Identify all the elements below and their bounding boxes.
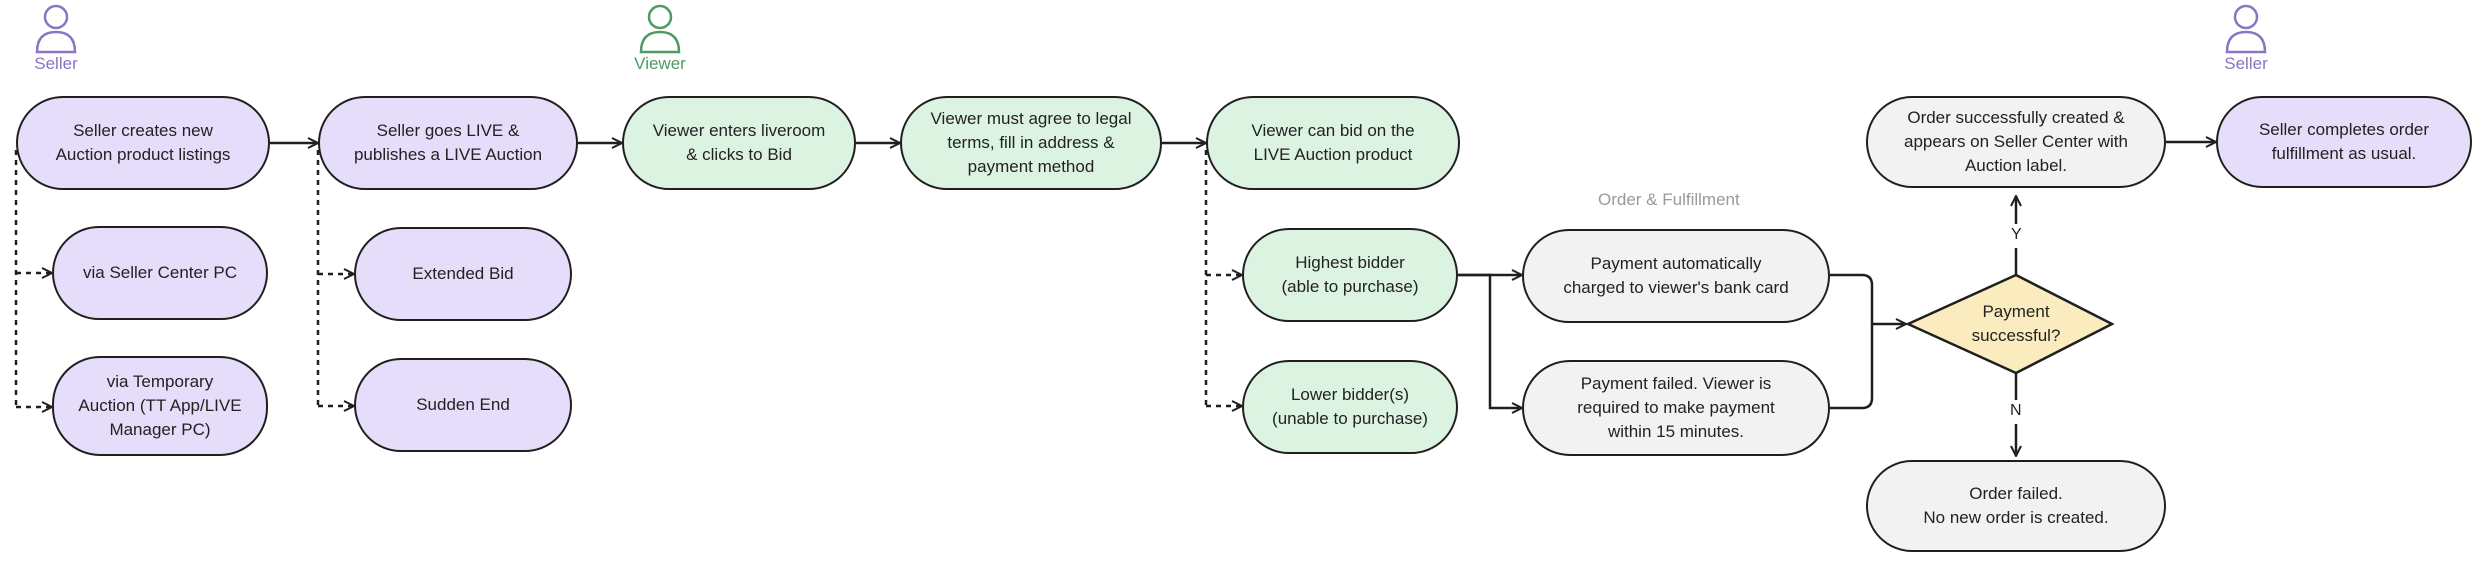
- section-label-order-fulfillment: Order & Fulfillment: [1598, 190, 1740, 209]
- node-highest-bidder: Highest bidder (able to purchase): [1242, 228, 1458, 322]
- node-seller-creates-listings: Seller creates new Auction product listi…: [16, 96, 270, 190]
- seller-actor-right: Seller: [2206, 2, 2286, 74]
- node-lower-bidder: Lower bidder(s) (unable to purchase): [1242, 360, 1458, 454]
- node-via-seller-center: via Seller Center PC: [52, 226, 268, 320]
- decision-payment-successful: Payment successful?: [1971, 302, 2061, 345]
- decision-yes-label: Y: [2011, 226, 2022, 243]
- node-viewer-can-bid: Viewer can bid on the LIVE Auction produ…: [1206, 96, 1460, 190]
- node-viewer-agree-terms: Viewer must agree to legal terms, fill i…: [900, 96, 1162, 190]
- decision-no-label: N: [2010, 402, 2022, 419]
- decision-diamond: [1904, 273, 2115, 375]
- viewer-actor: Viewer: [620, 2, 700, 74]
- node-payment-failed: Payment failed. Viewer is required to ma…: [1522, 360, 1830, 456]
- node-seller-goes-live: Seller goes LIVE & publishes a LIVE Auct…: [318, 96, 578, 190]
- seller-actor-left: Seller: [16, 2, 96, 74]
- node-order-failed: Order failed. No new order is created.: [1866, 460, 2166, 552]
- seller-label: Seller: [34, 54, 78, 73]
- viewer-label: Viewer: [634, 54, 686, 73]
- node-extended-bid: Extended Bid: [354, 227, 572, 321]
- person-icon: [639, 4, 681, 54]
- node-viewer-enters-liveroom: Viewer enters liveroom & clicks to Bid: [622, 96, 856, 190]
- person-icon: [2225, 4, 2267, 54]
- seller-label: Seller: [2224, 54, 2268, 73]
- person-icon: [35, 4, 77, 54]
- node-sudden-end: Sudden End: [354, 358, 572, 452]
- arrow-highest-to-failed: [1458, 273, 1522, 408]
- arrow-auto-to-decision: [1830, 273, 1906, 324]
- node-via-temporary-auction: via Temporary Auction (TT App/LIVE Manag…: [52, 356, 268, 456]
- node-payment-automatic: Payment automatically charged to viewer'…: [1522, 229, 1830, 323]
- node-order-success: Order successfully created & appears on …: [1866, 96, 2166, 188]
- node-seller-completes-fulfillment: Seller completes order fulfillment as us…: [2216, 96, 2472, 188]
- arrow-failed-to-decision: [1830, 324, 1874, 410]
